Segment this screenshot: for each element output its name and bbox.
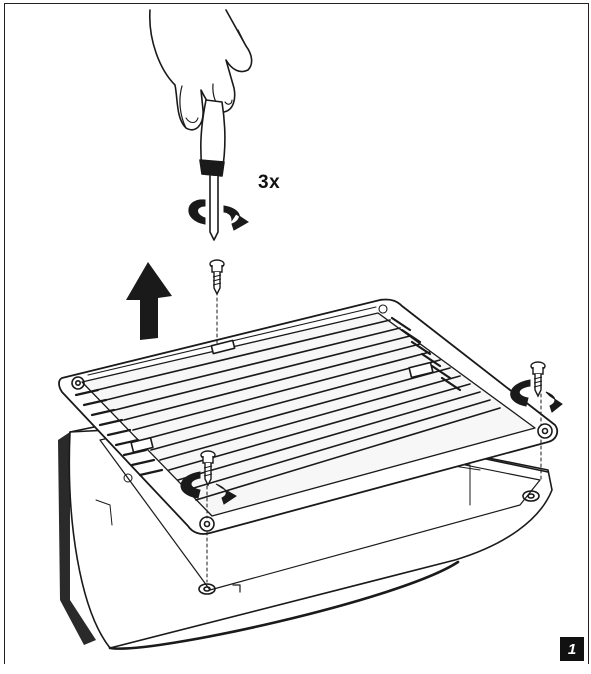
rotation-arrow-icon xyxy=(188,199,249,231)
hand-icon xyxy=(149,9,253,131)
grille-frame xyxy=(58,298,559,535)
frame-border-left xyxy=(4,3,5,664)
screwdriver-icon xyxy=(199,99,226,241)
screw-icon xyxy=(530,361,546,398)
rotation-arrow-icon xyxy=(510,379,563,413)
screw-count-label: 3x xyxy=(258,172,281,193)
frame-border-top xyxy=(4,3,589,4)
lift-arrow-icon xyxy=(126,262,172,340)
screw-icon xyxy=(209,259,225,296)
alignment-lines xyxy=(206,291,542,583)
frame-border-right xyxy=(588,3,589,664)
screw-icon xyxy=(200,450,216,487)
figure-number-badge: 1 xyxy=(560,637,584,661)
rotation-arrow-icon xyxy=(180,471,237,505)
